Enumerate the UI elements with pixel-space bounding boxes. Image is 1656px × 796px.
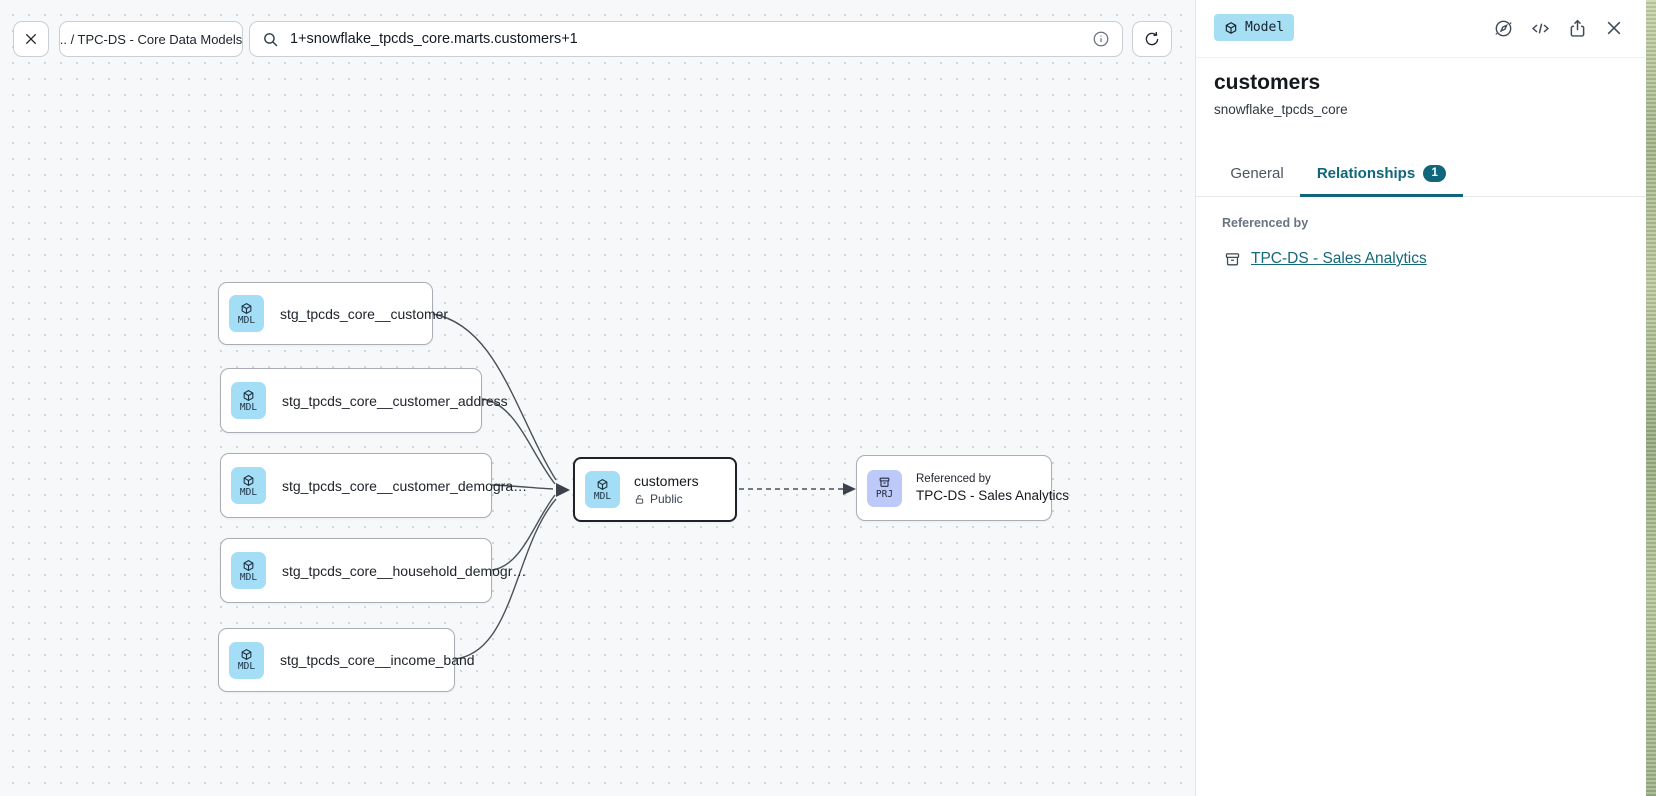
model-badge: MDL [231, 467, 266, 504]
model-badge: MDL [229, 295, 264, 332]
compass-icon [1494, 20, 1512, 36]
node-label: stg_tpcds_core__customer [280, 305, 449, 322]
node-title: TPC-DS - Sales Analytics [916, 488, 1070, 503]
referenced-by-heading: Referenced by [1222, 216, 1309, 230]
project-badge-label: PRJ [875, 489, 894, 500]
node-label: stg_tpcds_core__customer_address [282, 392, 508, 409]
relationships-count-badge: 1 [1423, 164, 1447, 182]
model-badge: MDL [231, 552, 266, 589]
model-node-customers-selected[interactable]: MDL customers Public [573, 457, 737, 522]
tab-general[interactable]: General [1214, 150, 1300, 196]
package-name: snowflake_tpcds_core [1214, 102, 1348, 117]
explore-compass-button[interactable] [1492, 17, 1514, 39]
model-node-stg-customer[interactable]: MDL stg_tpcds_core__customer [218, 282, 448, 345]
model-badge-label: MDL [237, 314, 256, 326]
breadcrumb-label: .. / TPC-DS - Core Data Models [59, 31, 243, 47]
close-icon [1607, 21, 1621, 35]
details-panel: Model customers snowflake_tpcds_core [1195, 0, 1646, 796]
model-badge-label: MDL [593, 490, 612, 502]
cube-icon [241, 302, 252, 314]
model-badge-label: MDL [239, 571, 258, 583]
archive-box-icon [879, 477, 890, 487]
cube-icon [243, 389, 254, 401]
details-tabs: General Relationships 1 [1196, 150, 1646, 197]
model-badge-label: MDL [237, 661, 256, 672]
close-lineage-button[interactable] [13, 21, 49, 57]
node-visibility: Public [650, 492, 683, 506]
node-type-label: Model [1245, 20, 1285, 35]
refresh-button[interactable] [1132, 21, 1172, 57]
referenced-by-item: TPC-DS - Sales Analytics [1224, 250, 1427, 268]
view-code-button[interactable] [1529, 17, 1551, 39]
cube-icon [243, 559, 254, 571]
close-panel-button[interactable] [1603, 17, 1625, 39]
model-node-stg-household-demographics[interactable]: MDL stg_tpcds_core__household_demogr… [220, 538, 526, 603]
search-icon [262, 31, 279, 48]
model-node-stg-customer-demographics[interactable]: MDL stg_tpcds_core__customer_demogra… [220, 453, 527, 518]
desktop-background-sliver [1646, 0, 1656, 796]
tab-relationships-label: Relationships [1316, 164, 1416, 182]
node-type-badge: Model [1214, 14, 1295, 41]
node-label: stg_tpcds_core__household_demogr… [282, 562, 527, 579]
model-node-stg-customer-address[interactable]: MDL stg_tpcds_core__customer_address [220, 368, 508, 433]
model-badge: MDL [231, 382, 266, 419]
cube-icon [597, 478, 608, 490]
cube-icon [243, 474, 254, 486]
tab-relationships[interactable]: Relationships 1 [1300, 150, 1463, 196]
node-title: customers [634, 473, 699, 489]
project-link-sales-analytics[interactable]: TPC-DS - Sales Analytics [1251, 250, 1427, 267]
tab-general-label: General [1230, 164, 1284, 182]
cube-icon [1225, 21, 1237, 34]
model-badge-label: MDL [239, 401, 258, 413]
archive-box-icon [1224, 251, 1241, 268]
project-badge: PRJ [867, 469, 902, 507]
model-node-stg-income-band[interactable]: MDL stg_tpcds_core__income_band [218, 628, 475, 692]
node-label: stg_tpcds_core__income_band [280, 652, 475, 668]
lineage-selector-input[interactable] [288, 30, 1083, 48]
model-badge-label: MDL [239, 486, 258, 498]
node-kicker: Referenced by [916, 473, 991, 485]
project-node-sales-analytics[interactable]: PRJ Referenced by TPC-DS - Sales Analyti… [856, 455, 1069, 521]
page-title: customers [1214, 71, 1321, 94]
model-badge: MDL [585, 471, 620, 508]
lineage-edges [432, 313, 856, 660]
share-button[interactable] [1566, 17, 1588, 39]
lineage-search-bar [249, 21, 1123, 57]
code-icon [1531, 23, 1549, 33]
lock-open-icon [634, 494, 645, 505]
breadcrumb[interactable]: .. / TPC-DS - Core Data Models [59, 21, 243, 57]
lineage-canvas[interactable]: MDL stg_tpcds_core__customer MDL stg_tpc… [0, 0, 1195, 796]
info-icon[interactable] [1092, 30, 1110, 48]
model-badge: MDL [229, 641, 264, 679]
cube-icon [241, 649, 252, 660]
share-icon [1570, 19, 1584, 37]
close-icon [23, 31, 39, 47]
refresh-icon [1143, 30, 1161, 48]
details-panel-header: Model [1196, 0, 1646, 58]
active-tab-indicator [1300, 194, 1463, 197]
node-label: stg_tpcds_core__customer_demogra… [282, 477, 528, 494]
